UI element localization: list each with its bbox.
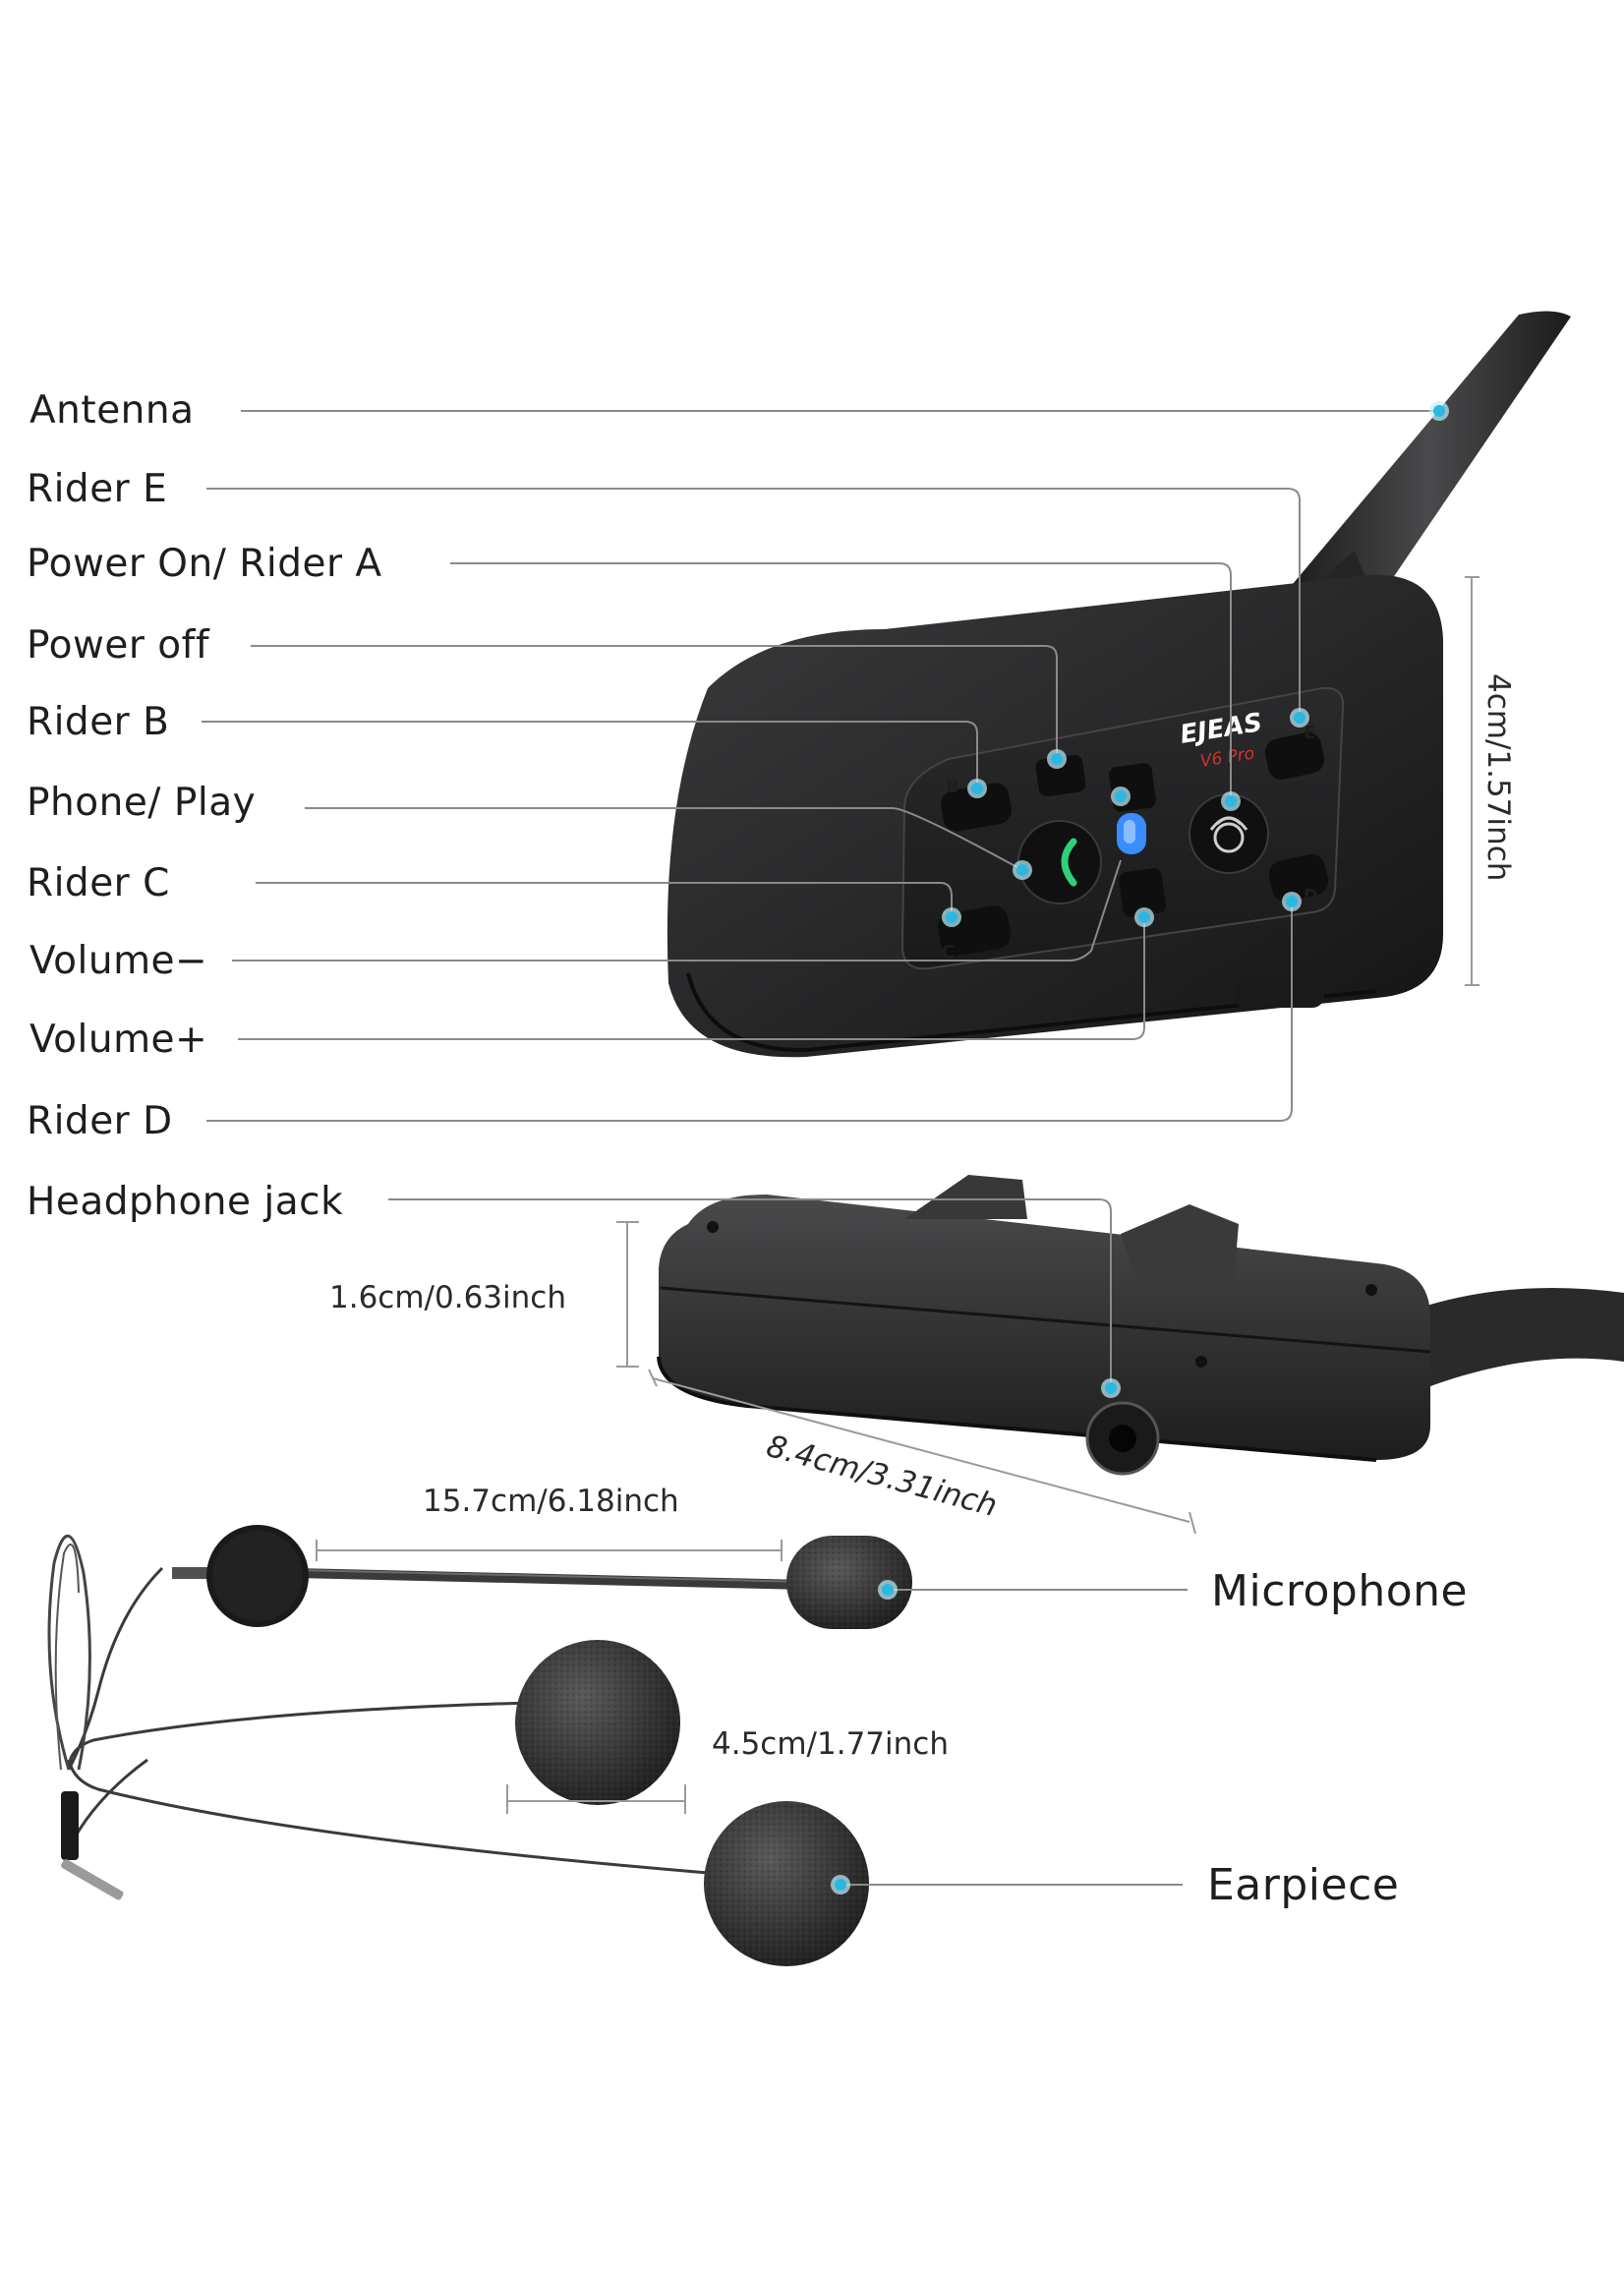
callout-lines [202,410,1439,1886]
dim-length: 8.4cm/3.31inch [763,1429,1001,1524]
dot-phone-play [1016,864,1028,876]
mounting-base [657,1175,1624,1476]
mic-boom [290,1568,811,1590]
dot-volume-minus [1115,790,1127,802]
dim-earpiece: 4.5cm/1.77inch [712,1726,949,1762]
label-volume-plus: Volume+ [29,1018,207,1062]
dot-microphone [882,1584,894,1596]
headset [47,1525,912,1966]
label-power-off: Power off [27,623,210,668]
phone-icon [1061,838,1077,887]
letter-c: C [942,942,955,962]
label-rider-c: Rider C [27,861,170,905]
label-headphone-jack: Headphone jack [27,1180,343,1224]
label-rider-d: Rider D [27,1099,173,1143]
letter-e: E [1304,723,1315,743]
label-microphone: Microphone [1211,1566,1468,1616]
rider-icon [1209,816,1248,853]
label-volume-minus: Volume− [29,939,207,983]
dimension-lines [316,576,1479,1814]
dot-volume-plus [1138,911,1150,923]
button-power-off[interactable] [1035,754,1087,797]
dim-height: 4cm/1.57inch [1480,673,1516,881]
button-d[interactable] [1266,851,1330,904]
dot-power-on [1225,795,1237,807]
dot-headphone-jack [1105,1382,1117,1394]
callout-labels: Antenna Rider E Power On/ Rider A Power … [27,388,1468,1910]
label-antenna: Antenna [29,388,195,433]
antenna [1288,311,1571,610]
label-rider-b: Rider B [27,700,169,744]
button-b[interactable] [939,781,1014,834]
letter-d: D [1304,886,1318,906]
callout-dots [831,401,1449,1895]
button-volume-minus[interactable] [1108,762,1157,813]
label-earpiece: Earpiece [1207,1860,1399,1910]
label-phone-play: Phone/ Play [27,781,256,825]
dot-rider-e [1294,712,1305,724]
dot-earpiece [835,1879,846,1891]
button-phone-play[interactable] [1017,820,1102,904]
label-power-on-rider-a: Power On/ Rider A [27,542,382,586]
dot-rider-d [1286,896,1298,907]
dim-mic-boom: 15.7cm/6.18inch [423,1484,679,1519]
intercom-device: B E C D EJEAS V6 Pro [667,311,1571,1058]
label-rider-e: Rider E [27,467,167,511]
dot-rider-b [971,783,983,794]
dim-thickness: 1.6cm/0.63inch [329,1280,566,1315]
button-volume-plus[interactable] [1118,867,1167,918]
letter-b: B [946,777,959,797]
dot-rider-c [946,911,957,923]
dot-power-off [1051,753,1063,765]
dot-antenna [1433,405,1445,417]
button-e[interactable] [1262,729,1326,782]
